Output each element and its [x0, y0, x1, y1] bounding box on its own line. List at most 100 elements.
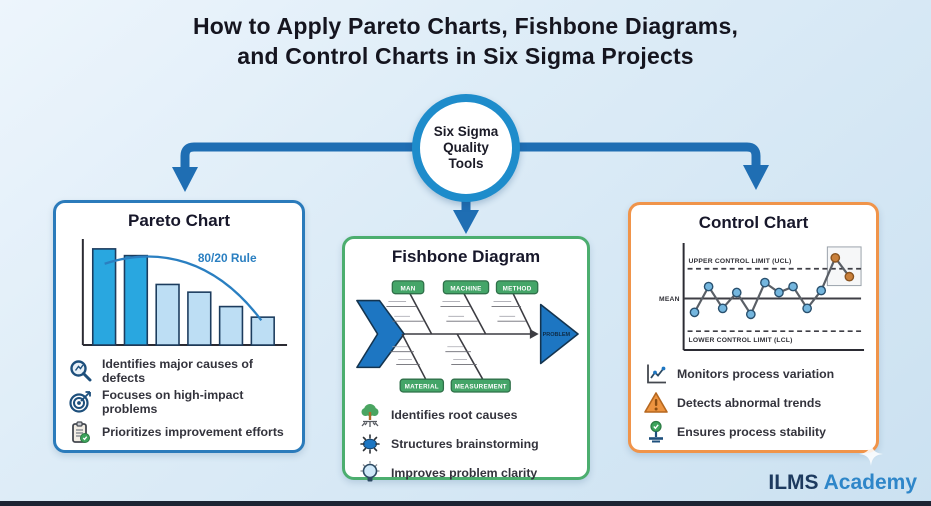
clipboard-icon — [72, 420, 90, 443]
category-label-man: MAN — [400, 285, 415, 292]
hub-line-2: Quality — [443, 140, 489, 156]
bone-method — [512, 293, 534, 335]
category-box-material — [399, 378, 445, 393]
feature-label: Improves problem clarity — [391, 465, 538, 480]
feature-item: Identifies root causes — [357, 402, 579, 428]
control-features: Monitors process variation Detects abnor… — [631, 356, 876, 445]
control-card-title: Control Chart — [698, 213, 809, 232]
brainstorm-icon — [360, 434, 380, 454]
pareto-bar — [250, 316, 275, 346]
fishbone-diagram-card: Fishbone Diagram PROBLEM — [342, 236, 590, 482]
lightbulb-icon — [360, 461, 380, 482]
category-box-man — [391, 280, 425, 295]
feature-item: Structures brainstorming — [357, 431, 579, 457]
tree-roots-icon — [361, 404, 379, 427]
category-label-method: METHOD — [503, 285, 532, 292]
fishbone-card-title: Fishbone Diagram — [391, 247, 541, 266]
feature-item: Monitors process variation — [643, 361, 868, 387]
feature-label: Monitors process variation — [677, 366, 835, 381]
arrow-down-head — [453, 210, 479, 234]
bottom-edge-bar — [0, 501, 931, 506]
feature-item: Ensures process stability — [643, 419, 868, 445]
feature-label: Detects abnormal trends — [677, 395, 822, 410]
category-label-machine: MACHINE — [450, 285, 481, 292]
category-label-material: MATERIAL — [405, 384, 439, 391]
control-point — [815, 285, 826, 296]
fishbone-cause-twigs — [386, 301, 526, 365]
pareto-bar — [91, 248, 117, 346]
pareto-8020-label: 80/20 Rule — [198, 251, 257, 265]
control-point — [717, 303, 728, 314]
control-mini-chart: UPPER CONTROL LIMIT (UCL) MEAN LOWER CON… — [659, 242, 864, 352]
mean-label: MEAN — [659, 296, 680, 303]
feature-label: Ensures process stability — [677, 424, 826, 439]
arrow-right — [518, 142, 761, 167]
bone-man — [409, 293, 433, 335]
feature-item: Prioritizes improvement efforts — [68, 420, 294, 446]
pareto-bar — [218, 305, 244, 346]
feature-item: Identifies major causes of defects — [68, 357, 294, 385]
out-of-control-highlight-box — [826, 246, 862, 287]
control-point — [773, 287, 784, 298]
pareto-card-title: Pareto Chart — [127, 211, 231, 230]
feature-label: Identifies root causes — [391, 407, 518, 422]
bone-material — [401, 333, 427, 380]
control-series — [689, 252, 854, 320]
control-point-out-of-control — [829, 252, 840, 263]
lcl-label: LOWER CONTROL LIMIT (LCL) — [688, 337, 792, 344]
arrow-left — [180, 142, 414, 169]
bone-measurement — [456, 333, 484, 380]
pareto-bar — [187, 291, 212, 346]
control-point — [801, 303, 812, 314]
control-point-out-of-control — [844, 271, 854, 282]
warning-icon — [644, 392, 668, 413]
control-point — [759, 277, 770, 288]
title-line-1: How to Apply Pareto Charts, Fishbone Dia… — [192, 13, 739, 39]
arrow-left-head — [172, 167, 198, 192]
fishbone-mini-diagram: PROBLEM MAN MA — [356, 280, 579, 393]
control-point — [689, 307, 699, 318]
control-point — [787, 281, 798, 292]
target-icon — [69, 391, 91, 414]
feature-label: Focuses on high-impact problems — [102, 388, 244, 417]
pareto-bar — [123, 254, 149, 346]
control-point — [731, 287, 742, 298]
ucl-label: UPPER CONTROL LIMIT (UCL) — [688, 258, 791, 265]
page-title: How to Apply Pareto Charts, Fishbone Dia… — [0, 12, 931, 72]
category-label-measurement: MEASUREMENT — [455, 384, 507, 391]
stability-icon — [649, 420, 663, 443]
fishbone-head — [539, 303, 579, 365]
pareto-chart-card: Pareto Chart 80/20 Rule Identifies major… — [53, 200, 305, 453]
bone-machine — [463, 293, 487, 335]
hub-six-sigma-tools: Six Sigma Quality Tools — [412, 94, 520, 202]
hub-line-1: Six Sigma — [433, 124, 499, 140]
category-box-measurement — [450, 378, 511, 393]
feature-item: Improves problem clarity — [357, 460, 579, 486]
feature-label: Identifies major causes of defects — [102, 357, 254, 386]
pareto-features: Identifies major causes of defects Focus… — [56, 352, 302, 446]
brand-logo: ILMS Academy — [768, 471, 917, 495]
category-box-machine — [442, 280, 490, 295]
title-line-2: and Control Charts in Six Sigma Projects — [237, 42, 694, 69]
fishbone-tail — [356, 299, 405, 369]
pareto-cumulative-curve — [104, 255, 263, 321]
control-point — [745, 309, 756, 320]
control-chart-card: Control Chart UPPER CONTROL LIMIT (UCL) … — [628, 202, 879, 453]
fishbone-features: Identifies root causes Structures brains… — [345, 397, 587, 486]
category-box-method — [495, 280, 539, 295]
feature-label: Structures brainstorming — [391, 436, 539, 451]
pareto-mini-chart: 80/20 Rule — [81, 238, 288, 347]
sparkle-decoration — [859, 442, 883, 466]
control-point — [703, 281, 713, 292]
feature-item: Focuses on high-impact problems — [68, 388, 294, 416]
line-chart-icon — [647, 364, 666, 384]
arrow-right-head — [743, 165, 769, 190]
feature-label: Prioritizes improvement efforts — [102, 425, 284, 440]
logo-part-1: ILMS — [768, 471, 819, 494]
logo-part-2: Academy — [823, 471, 917, 494]
control-line — [693, 255, 850, 317]
pareto-bars — [91, 248, 275, 346]
magnifier-icon — [70, 360, 92, 382]
